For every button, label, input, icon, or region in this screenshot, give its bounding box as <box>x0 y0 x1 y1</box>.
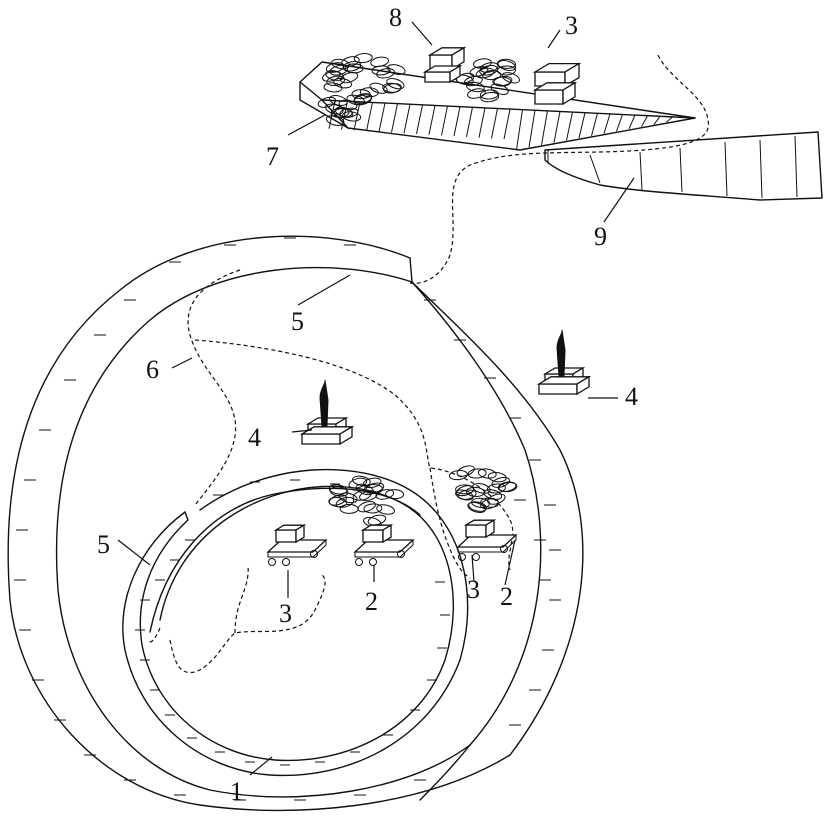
transport-routes <box>147 54 710 674</box>
ramp-hatching <box>328 100 673 150</box>
upper-ramp <box>299 61 696 151</box>
label-5-top: 5 <box>291 307 304 336</box>
inner-haul-road <box>122 468 469 777</box>
inner-road-hatching <box>135 479 450 766</box>
machines <box>266 46 592 566</box>
label-7: 7 <box>266 142 279 171</box>
label-5-left: 5 <box>97 530 110 559</box>
outer-haul-road <box>7 235 584 812</box>
labels: 1 2 2 3 3 3 4 4 5 5 6 7 8 9 <box>97 3 638 806</box>
label-4-right: 4 <box>625 382 638 411</box>
label-3-top: 3 <box>565 11 578 40</box>
label-3-center: 3 <box>279 599 292 628</box>
dump-area <box>544 131 823 201</box>
label-3-right: 3 <box>467 575 480 604</box>
label-4-center: 4 <box>248 423 261 452</box>
label-9: 9 <box>594 222 607 251</box>
label-2-left: 2 <box>365 587 378 616</box>
label-leaders <box>117 21 635 776</box>
label-6: 6 <box>146 355 159 384</box>
label-2-right: 2 <box>500 582 513 611</box>
ore-piles <box>317 53 521 528</box>
label-1: 1 <box>230 777 243 806</box>
label-8: 8 <box>389 3 402 32</box>
